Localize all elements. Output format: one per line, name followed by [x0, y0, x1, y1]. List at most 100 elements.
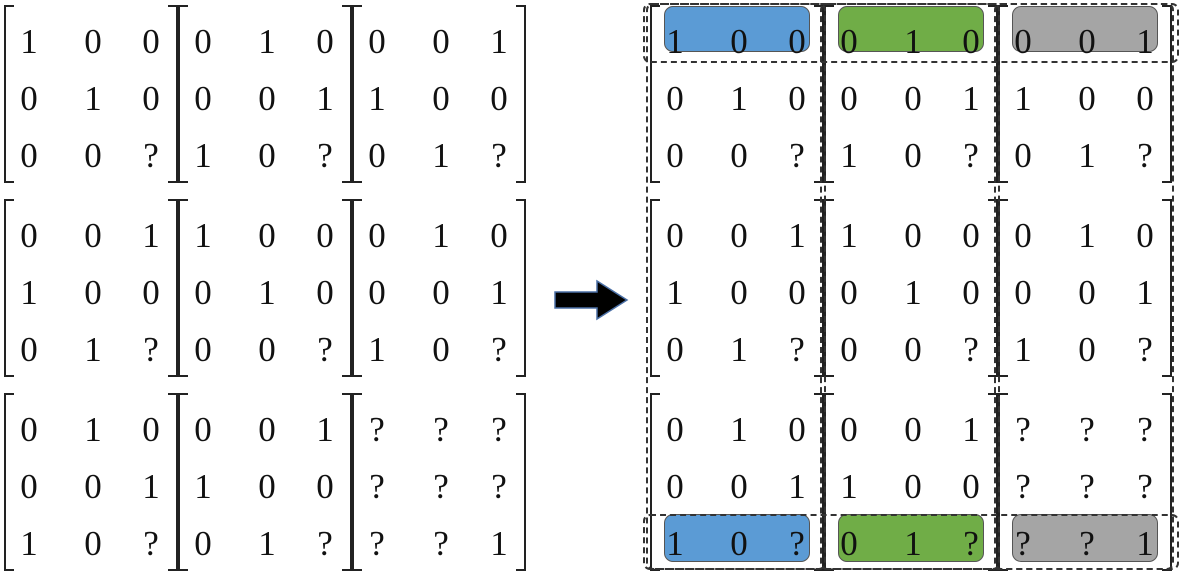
matrix-cell: 0 [788, 22, 806, 61]
matrix-cell: 0 [20, 136, 38, 175]
matrix-cell: 0 [258, 216, 276, 255]
matrix-cell: 1 [962, 79, 980, 118]
matrix-cell: 1 [20, 273, 38, 312]
matrix-cell: 0 [666, 410, 684, 449]
right-bracket [342, 199, 352, 377]
left-bracket [4, 5, 14, 183]
matrix-cell: 1 [142, 216, 160, 255]
matrix-cell: 0 [1014, 22, 1032, 61]
matrix-cell: 1 [904, 22, 922, 61]
matrix-cell: 0 [962, 216, 980, 255]
matrix-cell: 1 [258, 273, 276, 312]
matrix-cell: 1 [840, 216, 858, 255]
matrix-cell: 0 [840, 330, 858, 369]
matrix-cell: 0 [730, 273, 748, 312]
matrix-cell: 0 [1078, 22, 1096, 61]
matrix-cell: 0 [730, 524, 748, 563]
matrix-cell: ? [143, 330, 159, 369]
matrix-cell: 0 [840, 524, 858, 563]
matrix-cell: 1 [1078, 136, 1096, 175]
highlight-top-row-c1 [664, 6, 810, 52]
matrix-cell: 0 [258, 136, 276, 175]
matrix-cell: 0 [730, 467, 748, 506]
arrow-right-icon [554, 279, 629, 321]
matrix-cell: 0 [142, 410, 160, 449]
matrix-cell: ? [491, 467, 507, 506]
right-bracket [1162, 393, 1172, 571]
matrix-cell: 1 [142, 467, 160, 506]
matrix-cell: 0 [84, 467, 102, 506]
matrix-cell: 0 [1136, 79, 1154, 118]
matrix-cell: 0 [20, 330, 38, 369]
matrix-cell: ? [369, 410, 385, 449]
matrix-cell: 1 [730, 410, 748, 449]
matrix-cell: ? [789, 524, 805, 563]
matrix-cell: 0 [84, 216, 102, 255]
matrix-cell: 0 [194, 79, 212, 118]
right-bracket [516, 199, 526, 377]
left-matrix-r3-c3: ????????1 [352, 393, 526, 571]
matrix-cell: 1 [84, 330, 102, 369]
matrix-cell: 0 [1014, 136, 1032, 175]
matrix-cell: 0 [904, 136, 922, 175]
matrix-cell: 0 [194, 22, 212, 61]
left-bracket [4, 199, 14, 377]
highlight-top-row-c3 [1012, 6, 1158, 52]
matrix-cell: 0 [432, 330, 450, 369]
matrix-cell: 0 [1014, 273, 1032, 312]
matrix-cell: ? [789, 330, 805, 369]
left-bracket [650, 199, 660, 377]
matrix-cell: 1 [194, 136, 212, 175]
matrix-cell: 0 [316, 22, 334, 61]
matrix-cell: 0 [368, 22, 386, 61]
matrix-cell: ? [1015, 467, 1031, 506]
matrix-cell: 1 [194, 467, 212, 506]
matrix-cell: 1 [1136, 524, 1154, 563]
matrix-cell: 0 [84, 273, 102, 312]
matrix-cell: 1 [1136, 22, 1154, 61]
matrix-cell: 0 [316, 216, 334, 255]
matrix-cell: 0 [20, 467, 38, 506]
matrix-cell: 1 [84, 410, 102, 449]
matrix-cell: 1 [490, 273, 508, 312]
matrix-cell: ? [963, 524, 979, 563]
matrix-cell: 1 [666, 273, 684, 312]
matrix-cell: 0 [316, 467, 334, 506]
matrix-cell: 0 [258, 410, 276, 449]
matrix-cell: ? [1137, 467, 1153, 506]
matrix-cell: 1 [490, 524, 508, 563]
matrix-cell: 0 [20, 79, 38, 118]
matrix-cell: 1 [1014, 330, 1032, 369]
matrix-cell: 0 [788, 79, 806, 118]
matrix-cell: ? [317, 136, 333, 175]
highlight-top-row-c2 [838, 6, 984, 52]
matrix-cell: 1 [840, 136, 858, 175]
matrix-cell: 0 [1014, 216, 1032, 255]
matrix-cell: 0 [730, 136, 748, 175]
matrix-cell: 0 [84, 136, 102, 175]
matrix-cell: ? [963, 330, 979, 369]
left-bracket [178, 199, 188, 377]
matrix-cell: ? [963, 136, 979, 175]
matrix-cell: 0 [904, 467, 922, 506]
matrix-cell: 1 [1136, 273, 1154, 312]
matrix-cell: 1 [432, 216, 450, 255]
right-bracket [516, 393, 526, 571]
matrix-cell: 0 [194, 273, 212, 312]
matrix-cell: ? [433, 410, 449, 449]
matrix-cell: 1 [258, 22, 276, 61]
matrix-cell: 1 [316, 79, 334, 118]
matrix-cell: ? [317, 524, 333, 563]
matrix-cell: 1 [840, 467, 858, 506]
right-bracket [168, 393, 178, 571]
matrix-cell: ? [1015, 524, 1031, 563]
matrix-cell: 0 [666, 467, 684, 506]
